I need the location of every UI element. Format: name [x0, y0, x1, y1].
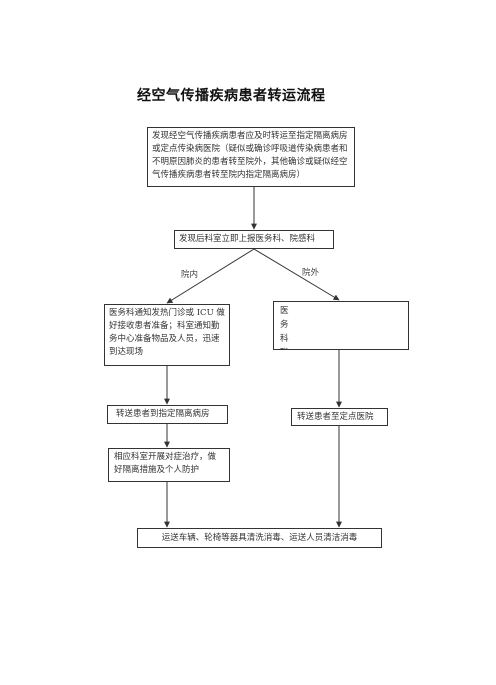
transfer-isolation-text: 转送患者到指定隔离病房: [116, 409, 210, 419]
treatment-text: 相应科室开展对症治疗，做好隔离措施及个人防护: [114, 452, 217, 475]
report-text: 发现后科室立即上报医务科、院感科: [179, 234, 316, 244]
notify-box: 医务科通知发热门诊或 ICU 做好接收患者准备；科室通知勤务中心准备物品及人员，…: [104, 304, 230, 366]
notify-text: 医务科通知发热门诊或 ICU 做好接收患者准备；科室通知勤务中心准备物品及人员，…: [109, 308, 225, 357]
outside-box: 医务科联: [273, 301, 409, 350]
arrow-report-to-inside: [166, 248, 255, 304]
report-box: 发现后科室立即上报医务科、院感科: [174, 230, 334, 249]
transfer-hospital-text: 转送患者至定点医院: [297, 412, 374, 422]
branch-label-outside: 院外: [302, 268, 320, 278]
treatment-box: 相应科室开展对症治疗，做好隔离措施及个人防护: [108, 448, 230, 482]
disinfect-box: 运送车辆、轮椅等器具清洗消毒、运送人员清洁消毒: [137, 528, 382, 548]
transfer-isolation-box: 转送患者到指定隔离病房: [107, 405, 228, 424]
discovery-box: 发现经空气传播疾病患者应及时转运至指定隔离病房或定点传染病医院（疑似或确诊呼吸道…: [147, 127, 355, 187]
outside-text: 医务科联: [280, 306, 289, 349]
disinfect-text: 运送车辆、轮椅等器具清洗消毒、运送人员清洁消毒: [161, 533, 358, 543]
branch-label-inside: 院内: [181, 270, 199, 280]
page-title: 经空气传播疾病患者转运流程: [137, 88, 326, 104]
arrow-report-to-outside: [253, 248, 340, 301]
discovery-text: 发现经空气传播疾病患者应及时转运至指定隔离病房或定点传染病医院（疑似或确诊呼吸道…: [152, 131, 348, 180]
transfer-hospital-box: 转送患者至定点医院: [291, 408, 388, 426]
